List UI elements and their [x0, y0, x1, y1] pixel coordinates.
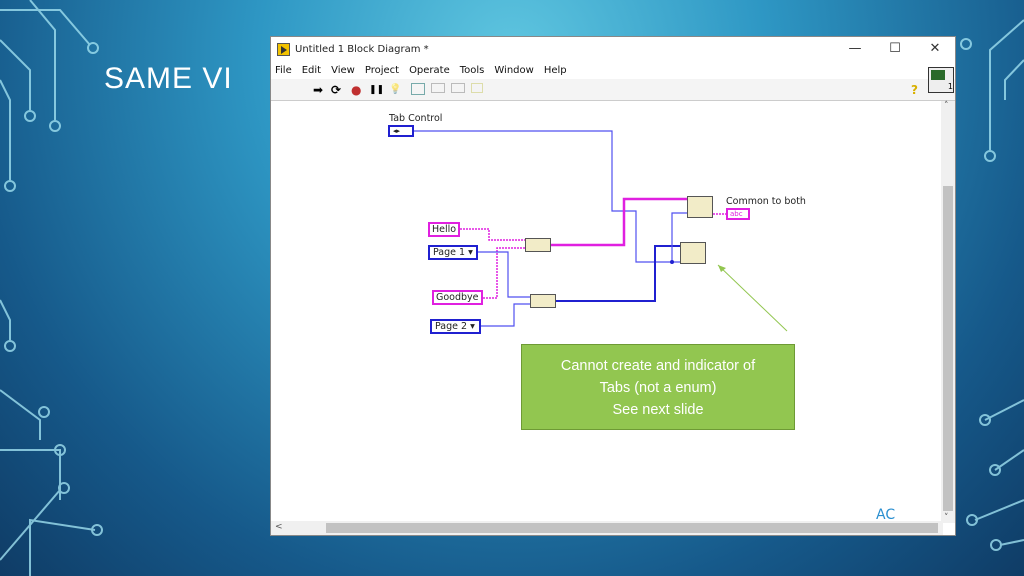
- page2-enum-constant[interactable]: Page 2 ▾: [430, 319, 481, 334]
- menu-file[interactable]: File: [275, 64, 292, 76]
- step-into-icon[interactable]: [431, 83, 445, 93]
- tab-control-label: Tab Control: [389, 113, 443, 124]
- context-help-icon[interactable]: ?: [911, 83, 918, 97]
- retain-wire-values-icon[interactable]: [411, 83, 425, 95]
- string-array-wire: [551, 197, 688, 247]
- block-diagram-window: Untitled 1 Block Diagram * — ☐ ✕ File Ed…: [270, 36, 956, 536]
- index-array-node-enums[interactable]: [680, 242, 706, 264]
- indicator-label: Common to both: [726, 196, 806, 207]
- enum-array-wire: [556, 245, 682, 302]
- menu-operate[interactable]: Operate: [409, 64, 450, 76]
- scroll-down-icon[interactable]: ˅: [944, 513, 949, 523]
- pause-icon[interactable]: ❚❚: [369, 85, 385, 95]
- menu-bar: File Edit View Project Operate Tools Win…: [271, 61, 955, 79]
- menu-edit[interactable]: Edit: [301, 64, 322, 76]
- page1-wire: [478, 251, 530, 298]
- title-bar: Untitled 1 Block Diagram * — ☐ ✕: [271, 37, 955, 61]
- menu-view[interactable]: View: [331, 64, 355, 76]
- dropdown-icon[interactable]: ▾: [470, 321, 475, 332]
- menu-project[interactable]: Project: [364, 64, 400, 76]
- goodbye-wire: [477, 247, 525, 299]
- page1-enum-constant[interactable]: Page 1 ▾: [428, 245, 478, 260]
- menu-window[interactable]: Window: [494, 64, 534, 76]
- scroll-left-icon[interactable]: <: [275, 522, 283, 532]
- menu-tools[interactable]: Tools: [459, 64, 485, 76]
- step-over-icon[interactable]: [451, 83, 465, 93]
- index-array-node-strings[interactable]: [687, 196, 713, 218]
- footer-initials: AC: [876, 507, 896, 523]
- window-title: Untitled 1 Block Diagram *: [295, 43, 429, 55]
- close-button[interactable]: ✕: [929, 41, 941, 56]
- run-continuously-icon[interactable]: ⟳: [331, 83, 342, 97]
- annotation-note: Cannot create and indicator of Tabs (not…: [521, 344, 795, 430]
- goodbye-constant[interactable]: Goodbye: [432, 290, 483, 305]
- toolbar: ➡ ⟳ ● ❚❚ 💡 ?: [271, 79, 955, 101]
- maximize-button[interactable]: ☐: [889, 41, 901, 56]
- build-array-node-enums[interactable]: [530, 294, 556, 308]
- note-arrow: [717, 264, 788, 332]
- step-out-icon[interactable]: [471, 83, 483, 93]
- index-wire: [671, 212, 688, 262]
- vertical-scroll-thumb[interactable]: [943, 186, 953, 511]
- scroll-up-icon[interactable]: ˄: [944, 101, 949, 111]
- horizontal-scrollbar[interactable]: <: [271, 521, 943, 535]
- labview-icon: [277, 42, 290, 56]
- build-array-node-strings[interactable]: [525, 238, 551, 252]
- run-arrow-icon[interactable]: ➡: [313, 83, 324, 97]
- horizontal-scroll-thumb[interactable]: [326, 523, 938, 533]
- common-string-indicator[interactable]: abc: [726, 208, 750, 220]
- menu-help[interactable]: Help: [543, 64, 567, 76]
- highlight-execution-icon[interactable]: 💡: [389, 84, 402, 95]
- dropdown-icon[interactable]: ▾: [468, 247, 473, 258]
- minimize-button[interactable]: —: [848, 41, 862, 56]
- diagram-canvas[interactable]: [271, 101, 943, 523]
- tab-control-terminal[interactable]: ◂▸: [388, 125, 414, 137]
- vi-icon[interactable]: 1: [928, 67, 954, 93]
- hello-wire: [457, 228, 525, 241]
- page2-wire: [480, 303, 530, 327]
- hello-constant[interactable]: Hello: [428, 222, 461, 237]
- abort-icon[interactable]: ●: [351, 83, 362, 97]
- vertical-scrollbar[interactable]: ˄ ˅: [941, 101, 955, 523]
- slide-title: SAME VI: [104, 62, 233, 95]
